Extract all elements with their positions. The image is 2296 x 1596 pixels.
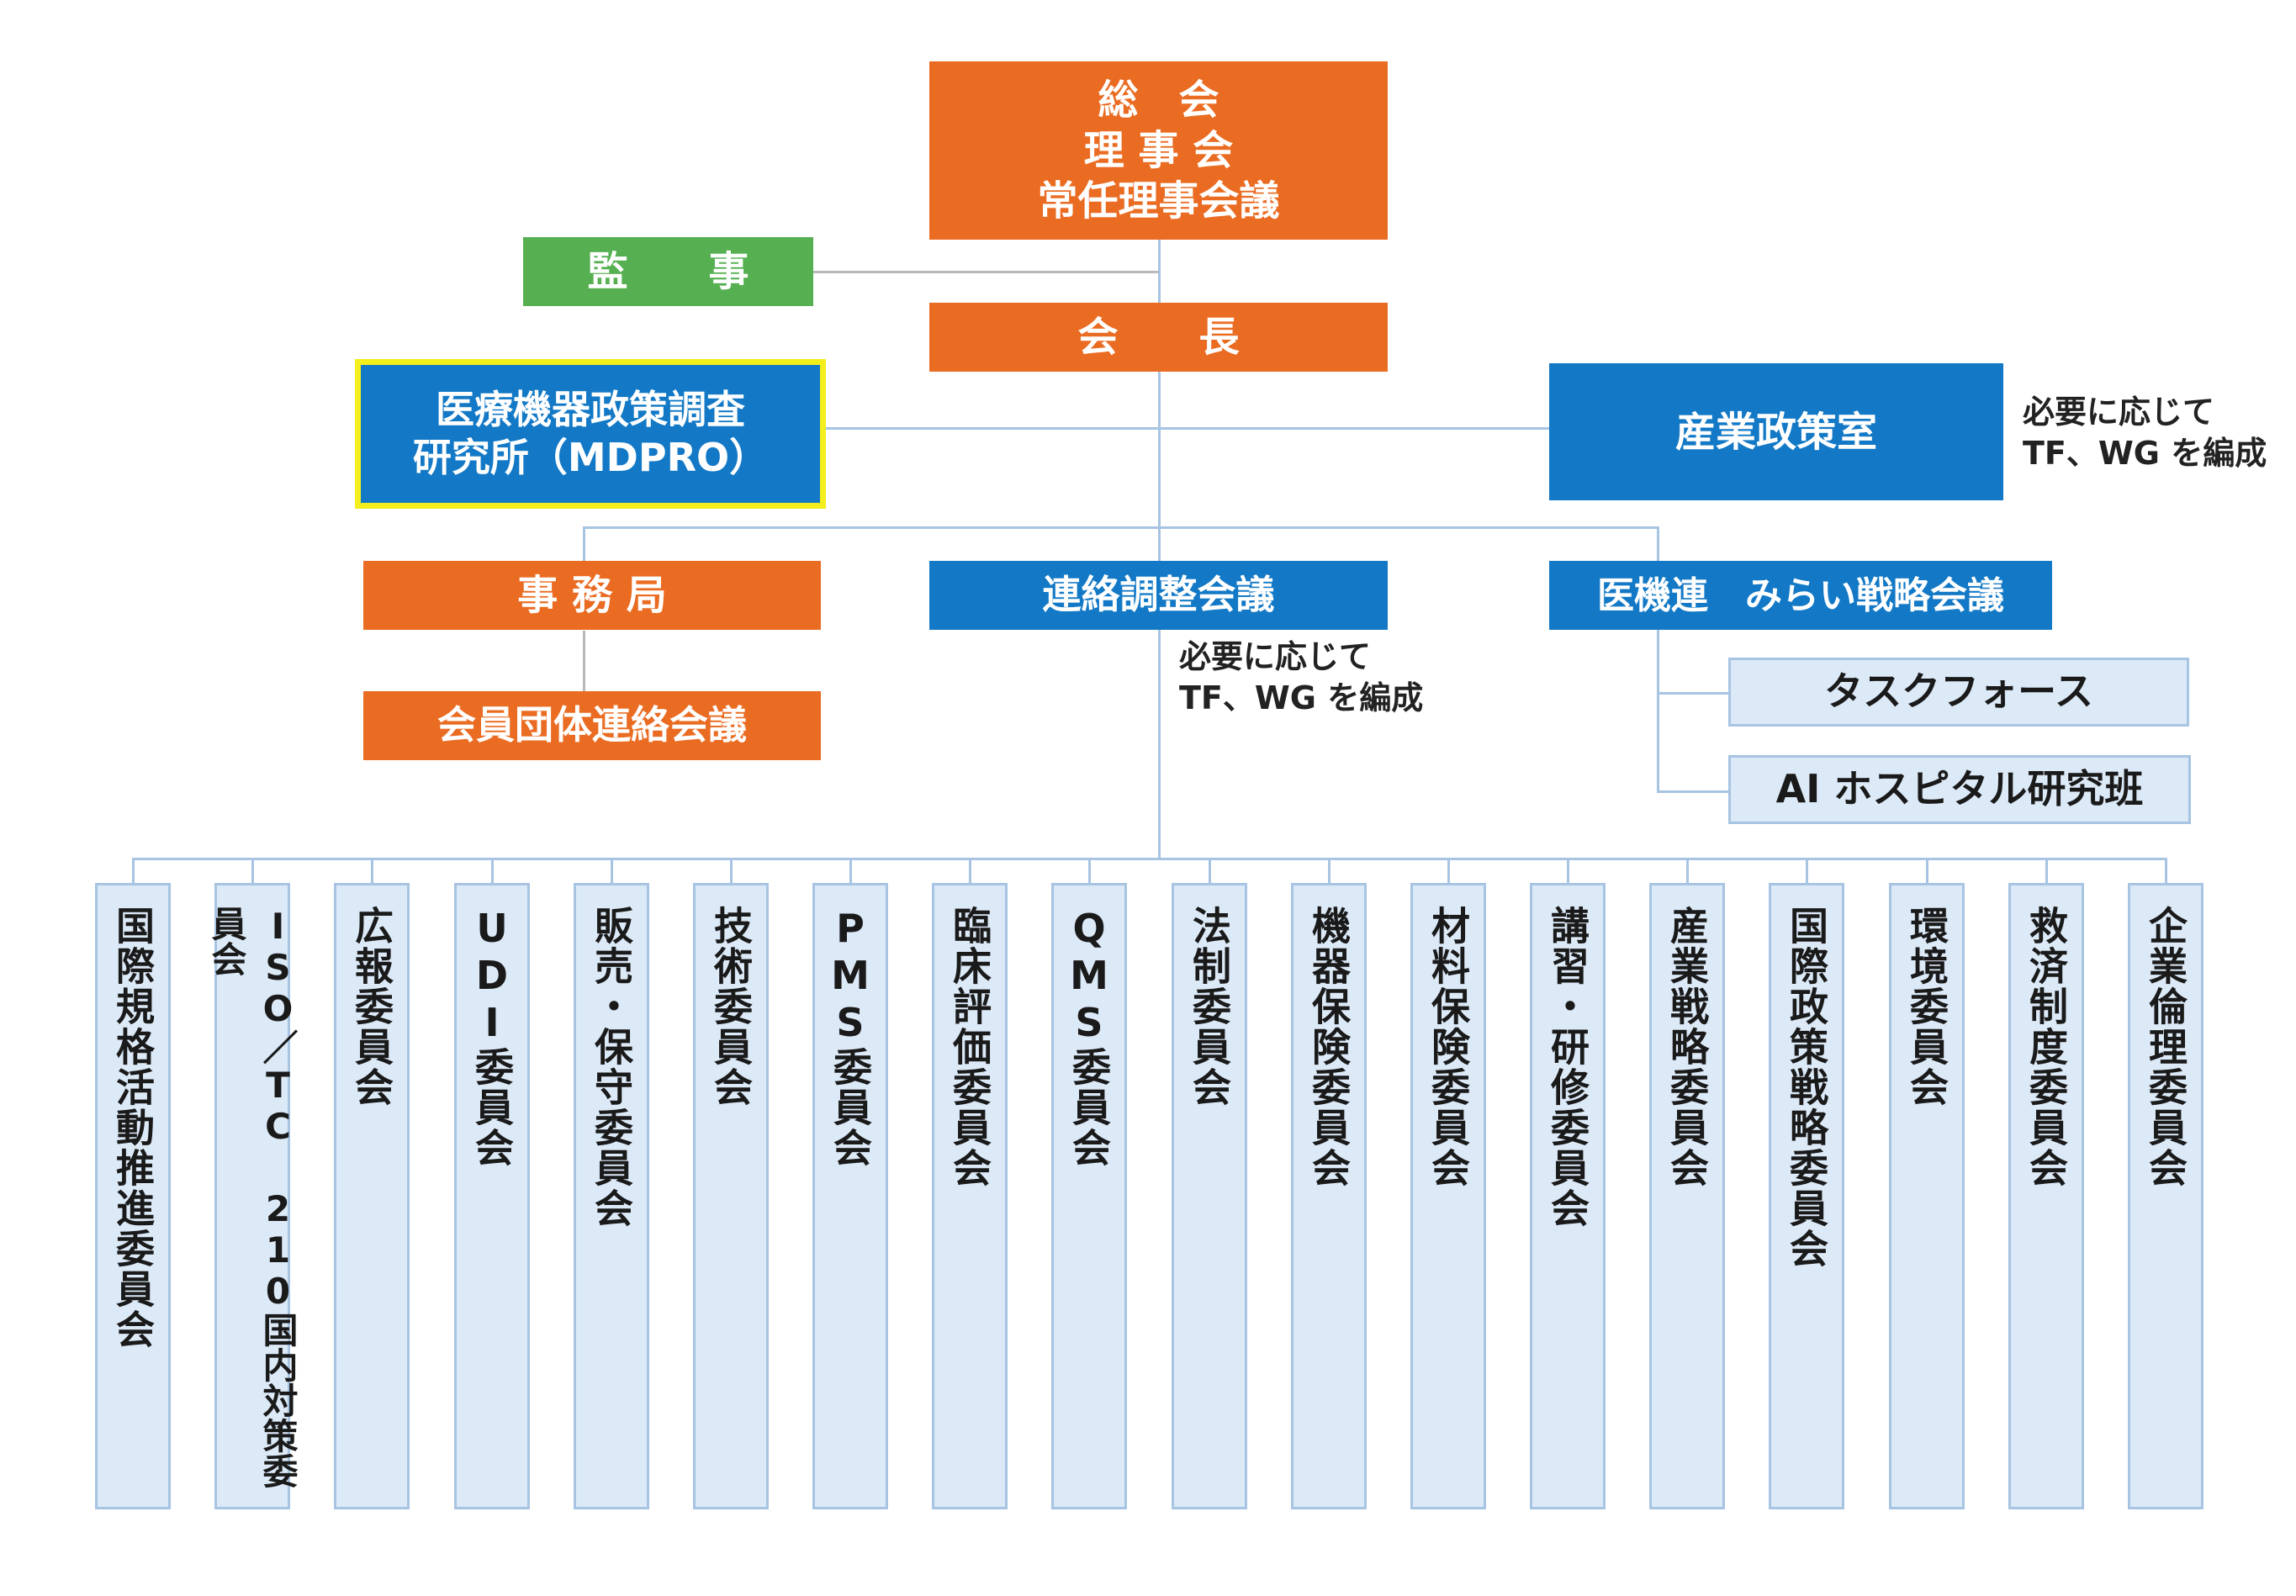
committee-connector — [1209, 858, 1211, 885]
committee-box: 機器保険委員会 — [1291, 883, 1367, 1509]
mirai-label: 医機連 みらい戦略会議 — [1597, 573, 2004, 617]
ai-hospital-box: AI ホスピタル研究班 — [1728, 755, 2191, 824]
committee-connector — [2165, 858, 2167, 885]
mirai-box: 医機連 みらい戦略会議 — [1549, 561, 2052, 630]
committee-connector — [1567, 858, 1569, 885]
secretariat-label: 事 務 局 — [517, 572, 667, 619]
standing-board-label: 常任理事会議 — [1037, 177, 1280, 225]
committee-label: UDI委員会 — [469, 906, 515, 1168]
board-label: 理 事 会 — [1083, 127, 1234, 174]
committee-box: 講習・研修委員会 — [1530, 883, 1606, 1509]
mdpro-line2: 研究所（MDPRO） — [412, 435, 769, 480]
coordination-label: 連絡調整会議 — [1042, 572, 1275, 618]
industry-policy-label: 産業政策室 — [1674, 408, 1877, 456]
connector-auditor — [812, 271, 1159, 273]
committee-label: 臨床評価委員会 — [947, 906, 992, 1188]
governance-box: 総 会 理 事 会 常任理事会議 — [929, 61, 1388, 240]
ai-hospital-label: AI ホスピタル研究班 — [1775, 766, 2144, 812]
committee-label: 環境委員会 — [1904, 906, 1949, 1107]
president-box: 会 長 — [929, 303, 1388, 372]
committee-label: QMS委員会 — [1066, 906, 1112, 1168]
committee-connector — [132, 858, 135, 885]
committee-box: 広報委員会 — [334, 883, 410, 1509]
committee-label: 企業倫理委員会 — [2143, 906, 2188, 1188]
committee-box: QMS委員会 — [1051, 883, 1127, 1509]
committee-connector — [1686, 858, 1689, 885]
committee-box: 救済制度委員会 — [2008, 883, 2084, 1509]
committee-label: 救済制度委員会 — [2024, 906, 2069, 1188]
committee-box: ISO／TC 210国内対策委員会 — [206, 883, 299, 1509]
committee-box: 販売・保守委員会 — [574, 883, 649, 1509]
committee-box: 国際政策戦略委員会 — [1769, 883, 1844, 1509]
committee-connector — [849, 858, 852, 885]
coordination-box: 連絡調整会議 — [929, 561, 1388, 630]
committee-label: 国際政策戦略委員会 — [1784, 906, 1829, 1269]
committee-box: 国際規格活動推進委員会 — [95, 883, 171, 1509]
committee-box: 産業戦略委員会 — [1649, 883, 1725, 1509]
committee-connector — [491, 858, 494, 885]
committee-connector — [1926, 858, 1928, 885]
committee-label: PMS委員会 — [828, 906, 873, 1168]
mdpro-box: 医療機器政策調査 研究所（MDPRO） — [355, 359, 826, 509]
connector-mirai-sub — [1657, 629, 1659, 793]
coordination-note: 必要に応じて TF、WG を編成 — [1179, 638, 1424, 717]
member-liaison-box: 会員団体連絡会議 — [363, 691, 821, 760]
committee-box: PMS委員会 — [812, 883, 888, 1509]
committee-box: 企業倫理委員会 — [2128, 883, 2203, 1509]
committee-box: 技術委員会 — [693, 883, 769, 1509]
president-label: 会 長 — [1077, 314, 1240, 361]
committee-label: 技術委員会 — [708, 906, 754, 1107]
connector-secretariat-liaison — [583, 631, 585, 692]
auditor-box: 監 事 — [523, 237, 813, 306]
committee-connector — [1447, 858, 1450, 885]
committee-connector — [1088, 858, 1091, 885]
committee-connector — [251, 858, 254, 885]
committee-connector — [1806, 858, 1808, 885]
auditor-label: 監 事 — [587, 248, 749, 295]
committee-label: 講習・研修委員会 — [1545, 906, 1590, 1229]
committee-label: 法制委員会 — [1187, 906, 1232, 1107]
committee-box: 臨床評価委員会 — [932, 883, 1008, 1509]
industry-policy-box: 産業政策室 — [1549, 363, 2003, 500]
committee-connector — [1328, 858, 1331, 885]
committee-label: 広報委員会 — [349, 906, 394, 1107]
committee-label: 材料保険委員会 — [1426, 906, 1471, 1188]
connector-committee-bus — [132, 858, 2167, 860]
connector-secretariat — [583, 526, 585, 562]
committee-box: 環境委員会 — [1889, 883, 1965, 1509]
committee-box: UDI委員会 — [454, 883, 530, 1509]
connector-trunk-top — [1158, 237, 1161, 304]
committee-label: 機器保険委員会 — [1306, 906, 1352, 1188]
committee-box: 法制委員会 — [1172, 883, 1247, 1509]
industry-policy-note: 必要に応じて TF、WG を編成 — [2023, 394, 2267, 473]
connector-mdpro-industry — [821, 427, 1549, 430]
mdpro-line1: 医療機器政策調査 — [436, 386, 745, 432]
task-force-box: タスクフォース — [1728, 658, 2189, 727]
committee-label: 国際規格活動推進委員会 — [110, 906, 156, 1350]
task-force-label: タスクフォース — [1824, 669, 2093, 715]
committee-label: 産業戦略委員会 — [1664, 906, 1710, 1188]
connector-task-force — [1657, 692, 1731, 695]
committee-box: 材料保険委員会 — [1410, 883, 1486, 1509]
member-liaison-label: 会員団体連絡会議 — [437, 702, 747, 748]
committee-connector — [371, 858, 373, 885]
connector-mirai — [1657, 526, 1659, 562]
committee-label: 販売・保守委員会 — [589, 906, 634, 1229]
committee-connector — [730, 858, 733, 885]
committee-label: ISO／TC 210国内対策委員会 — [206, 906, 299, 1488]
committee-connector — [611, 858, 613, 885]
general-meeting-label: 総 会 — [1098, 77, 1219, 124]
connector-second-tier — [584, 526, 1659, 529]
connector-ai-hospital — [1657, 790, 1731, 793]
secretariat-box: 事 務 局 — [363, 561, 821, 630]
committee-connector — [2045, 858, 2048, 885]
committee-connector — [969, 858, 971, 885]
